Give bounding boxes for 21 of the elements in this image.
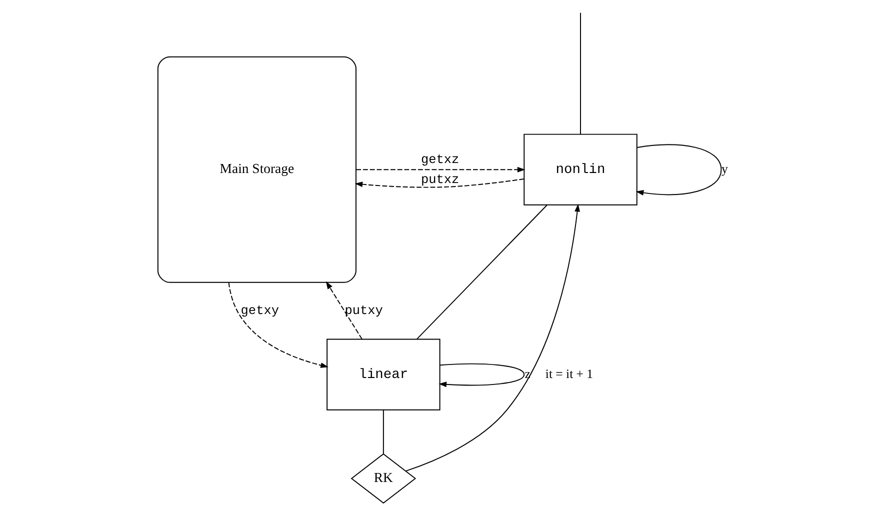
edge-label: putxz xyxy=(420,172,460,187)
node-diamond: RK xyxy=(350,453,416,504)
edge-label: z xyxy=(524,366,530,381)
arrow xyxy=(326,281,362,340)
arrow xyxy=(354,178,524,188)
node-box: linear xyxy=(326,338,440,410)
edge-label: it = it + 1 xyxy=(545,366,594,381)
connector xyxy=(416,204,548,340)
arrow xyxy=(228,282,328,368)
edge-label: getxy xyxy=(240,303,280,318)
node-box: nonlin xyxy=(524,134,638,206)
arrow xyxy=(636,144,722,196)
edge-label: getxz xyxy=(420,152,460,168)
arrow xyxy=(406,204,580,472)
arrow xyxy=(438,363,525,388)
node-box: Main Storage xyxy=(157,56,356,283)
edge-label: putxy xyxy=(344,303,383,318)
connector xyxy=(382,410,384,454)
connector xyxy=(580,12,581,135)
edge-label: y xyxy=(721,162,728,176)
arrow xyxy=(356,166,526,172)
